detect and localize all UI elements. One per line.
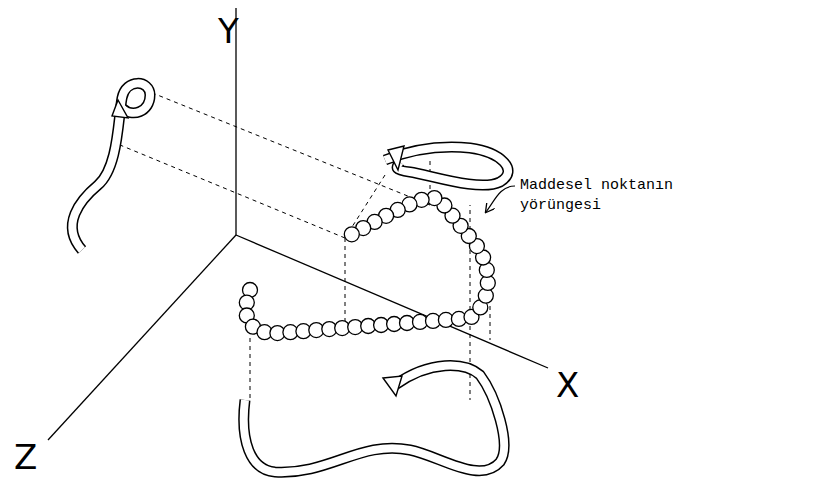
ribbon-arrowheads [112,100,404,396]
callout-text: Maddesel noktanın yörüngesi [520,176,685,217]
leader-line [486,186,515,212]
projection-ribbons [72,83,508,472]
trajectory-beads [239,191,495,341]
projection-lines [120,92,490,400]
axis-label: Y [218,14,239,48]
axis-label: X [556,368,579,402]
axis-label: Z [14,440,37,474]
bead [344,227,359,242]
